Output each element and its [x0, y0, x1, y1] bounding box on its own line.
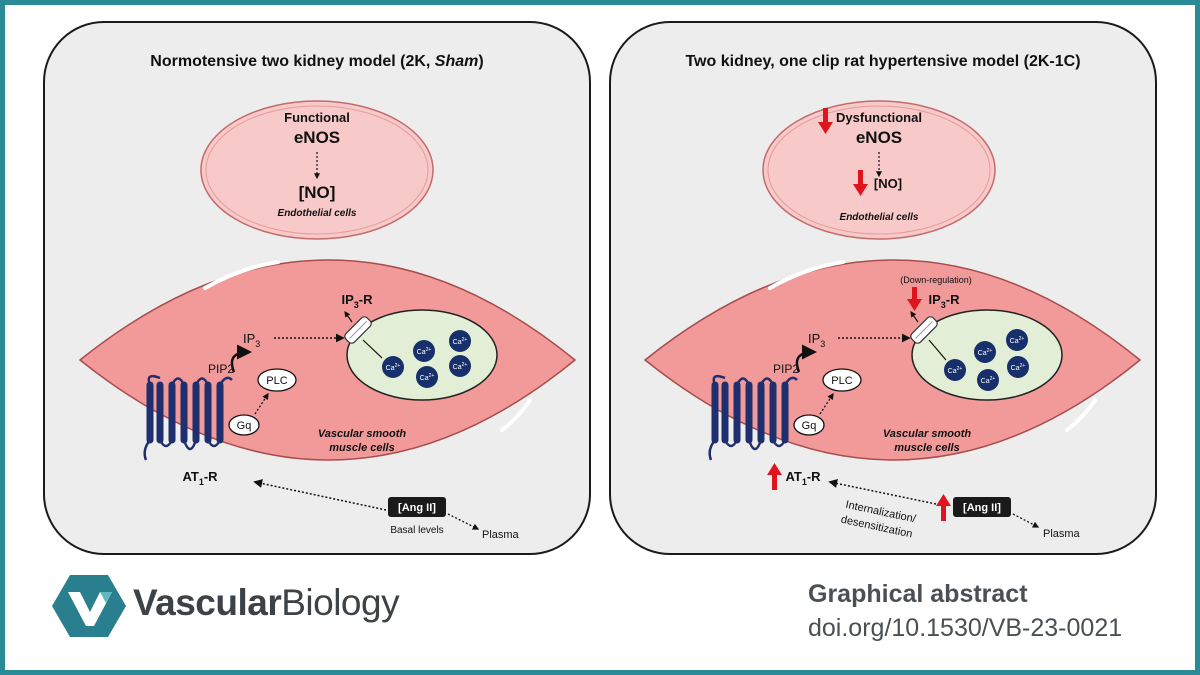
- svg-text:Ca2+: Ca2+: [453, 337, 468, 346]
- gq-protein: [228, 414, 260, 436]
- enos-label: eNOS: [294, 128, 340, 147]
- ip3-receptor-channel: [910, 316, 938, 344]
- vsmc-label-line1: Vascular smooth: [318, 428, 407, 440]
- calcium-ion: Ca2+: [974, 341, 996, 363]
- plc-enzyme: [257, 368, 297, 392]
- enos-label: eNOS: [856, 128, 902, 147]
- ip3r-label: IP3-R: [928, 292, 960, 310]
- at1r-label: AT1-R: [785, 469, 821, 487]
- gq-label: Gq: [237, 420, 252, 432]
- pip2-to-ip3-conversion-arrow: [230, 344, 252, 373]
- gq-protein: [793, 414, 825, 436]
- calcium-release-line: [362, 339, 383, 359]
- gq-label: Gq: [802, 420, 817, 432]
- svg-text:Ca2+: Ca2+: [420, 373, 435, 382]
- ang-to-plasma-arrow: [1012, 513, 1040, 528]
- vascular-biology-logo-icon: [52, 575, 126, 637]
- plc-label: PLC: [831, 375, 852, 387]
- logo-wordmark: VascularBiology: [133, 582, 400, 624]
- calcium-ion: Ca2+: [413, 340, 435, 362]
- ang-to-plasma-arrow: [447, 513, 480, 530]
- calcium-ion: Ca2+: [449, 355, 471, 377]
- svg-text:Ca2+: Ca2+: [453, 362, 468, 371]
- basal-levels-label: Basal levels: [390, 525, 443, 536]
- svg-text:Ca2+: Ca2+: [1010, 336, 1025, 345]
- endothelial-cells-label: Endothelial cells: [278, 208, 357, 219]
- cell-highlight-top: [203, 260, 280, 290]
- calcium-ion: Ca2+: [1006, 329, 1028, 351]
- svg-text:Ca2+: Ca2+: [948, 366, 963, 375]
- svg-text:Ca2+: Ca2+: [386, 363, 401, 372]
- downregulation-label: (Down-regulation): [900, 275, 972, 285]
- pip2-to-ip3-conversion-arrow: [795, 344, 817, 373]
- at1-receptor-loops: [143, 374, 233, 461]
- ip3r-decrease-arrow-icon: [907, 287, 922, 311]
- at1-receptor-icon: [146, 381, 224, 444]
- pip2-label: PIP2: [773, 362, 799, 376]
- at1-receptor-loops: [708, 374, 798, 461]
- ang-ii-box: [953, 497, 1011, 517]
- plasma-label: Plasma: [1043, 528, 1081, 540]
- ip3-label: IP3: [243, 331, 260, 349]
- panel-title: Two kidney, one clip rat hypertensive mo…: [685, 53, 1080, 70]
- endothelial-cell-inner-ring: [767, 105, 991, 235]
- plc-label: PLC: [266, 375, 287, 387]
- panel-normotensive: Normotensive two kidney model (2K, Sham)…: [43, 21, 591, 555]
- graphical-abstract-title: Graphical abstract: [808, 580, 1028, 608]
- calcium-ion: Ca2+: [977, 369, 999, 391]
- cell-highlight-right: [500, 398, 532, 432]
- svg-text:Ca2+: Ca2+: [417, 347, 432, 356]
- ang-ii-increase-arrow-icon: [936, 494, 951, 521]
- vsmc-label-line1: Vascular smooth: [883, 428, 972, 440]
- svg-text:Ca2+: Ca2+: [1011, 363, 1026, 372]
- calcium-ion: Ca2+: [449, 330, 471, 352]
- calcium-ion: Ca2+: [944, 359, 966, 381]
- no-label: [NO]: [874, 176, 902, 191]
- ang-ii-box: [388, 497, 446, 517]
- logo-text-regular: Biology: [281, 582, 400, 623]
- ip3r-label: IP3-R: [341, 292, 373, 310]
- calcium-ion: Ca2+: [382, 356, 404, 378]
- svg-text:Ca2+: Ca2+: [978, 348, 993, 357]
- ip3r-channel-arrow: [344, 311, 353, 323]
- doi-link[interactable]: doi.org/10.1530/VB-23-0021: [808, 614, 1123, 642]
- ip3-label: IP3: [808, 331, 825, 349]
- functional-label: Functional: [284, 110, 350, 125]
- ang-ii-label: [Ang II]: [398, 502, 436, 514]
- at1r-increase-arrow-icon: [767, 463, 782, 490]
- panel-hypertensive: Two kidney, one clip rat hypertensive mo…: [609, 21, 1157, 555]
- endothelial-cell-inner-ring: [205, 105, 429, 235]
- plc-enzyme: [822, 368, 862, 392]
- cell-highlight-right: [1065, 398, 1097, 432]
- calcium-ion: Ca2+: [416, 366, 438, 388]
- calcium-release-line: [928, 339, 947, 361]
- plasma-label: Plasma: [482, 529, 520, 541]
- ang-ii-label: [Ang II]: [963, 502, 1001, 514]
- endothelial-cells-label: Endothelial cells: [840, 212, 919, 223]
- no-decrease-arrow-icon: [853, 170, 868, 196]
- vsmc-label-line2: muscle cells: [894, 442, 959, 454]
- panel-title: Normotensive two kidney model (2K, Sham): [150, 53, 483, 70]
- logo-text-bold: Vascular: [133, 582, 282, 623]
- svg-text:Ca2+: Ca2+: [981, 376, 996, 385]
- pip2-label: PIP2: [208, 362, 234, 376]
- dysfunctional-label: Dysfunctional: [836, 110, 922, 125]
- no-label: [NO]: [299, 183, 336, 202]
- ip3r-channel-arrow: [910, 311, 919, 323]
- at1r-label: AT1-R: [182, 469, 218, 487]
- at1-receptor-icon: [711, 381, 789, 444]
- vsmc-label-line2: muscle cells: [329, 442, 394, 454]
- ip3-receptor-channel: [344, 316, 372, 344]
- enos-decrease-arrow-icon: [818, 108, 833, 134]
- cell-highlight-top: [768, 260, 845, 290]
- calcium-ion: Ca2+: [1007, 356, 1029, 378]
